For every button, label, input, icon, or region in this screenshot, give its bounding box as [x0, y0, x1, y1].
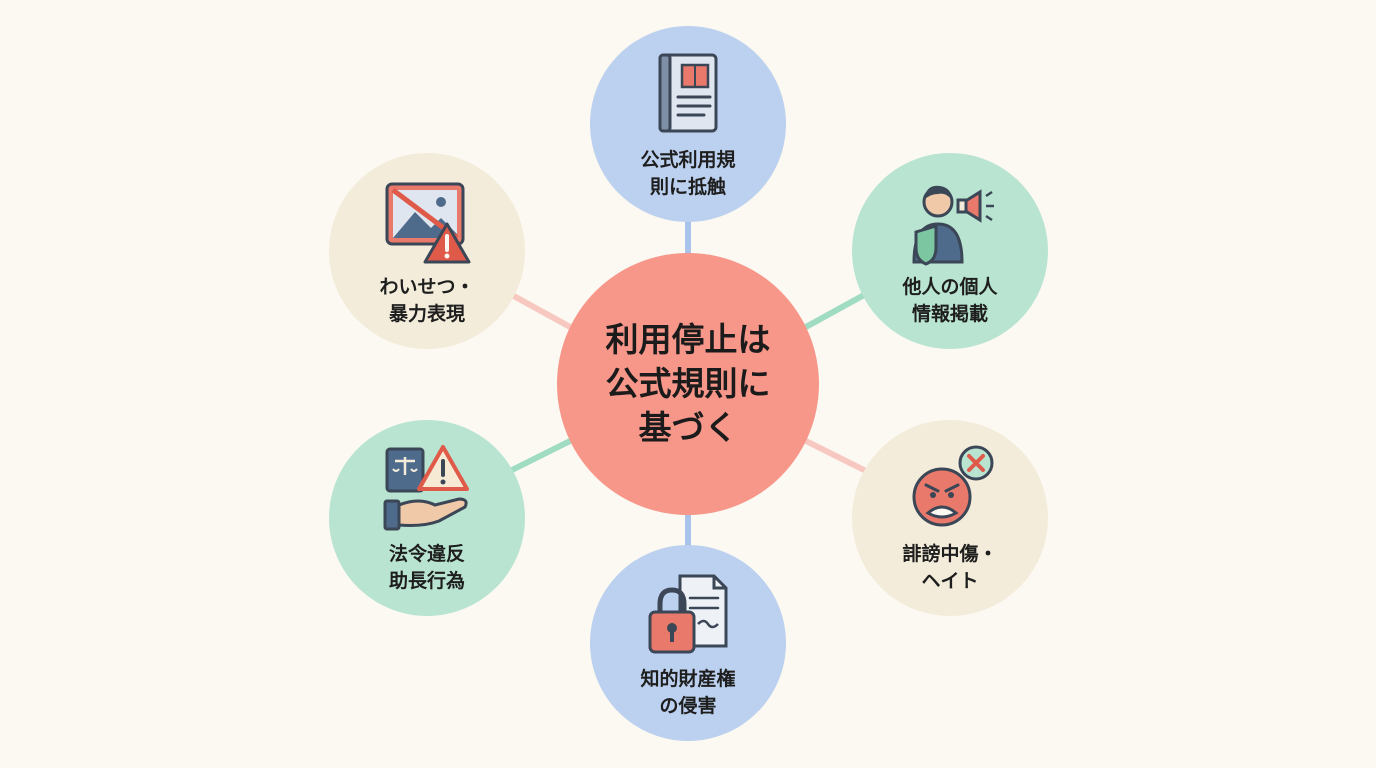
law-book-warning-hand-icon	[383, 445, 469, 531]
node-label: 公式利用規 則に抵触	[640, 149, 736, 198]
node-ip-infringement: 知的財産権 の侵害	[590, 545, 786, 741]
node-illegal-promotion: 法令違反 助長行為	[329, 420, 525, 616]
angry-face-x-icon	[912, 445, 994, 527]
node-label: 誹謗中傷・ ヘイト	[902, 543, 998, 592]
node-personal-info: 他人の個人 情報掲載	[852, 153, 1048, 349]
node-label: 他人の個人 情報掲載	[902, 276, 998, 325]
padlock-document-icon	[648, 574, 728, 654]
center-node: 利用停止は 公式規則に 基づく	[557, 253, 819, 515]
connector-bottom-right	[801, 437, 867, 473]
connector-bottom-left	[509, 437, 575, 473]
rulebook-icon	[658, 53, 718, 133]
node-terms-violation: 公式利用規 則に抵触	[590, 26, 786, 222]
connector-top-left	[509, 292, 575, 331]
node-label: 法令違反 助長行為	[388, 543, 465, 592]
node-label: わいせつ・ 暴力表現	[379, 276, 475, 325]
blocked-image-warning-icon	[385, 182, 471, 264]
connector-top-right	[801, 292, 867, 331]
center-label: 利用停止は 公式規則に 基づく	[605, 320, 771, 447]
node-label: 知的財産権 の侵害	[640, 668, 736, 717]
node-obscene-violent: わいせつ・ 暴力表現	[329, 153, 525, 349]
node-defamation-hate: 誹謗中傷・ ヘイト	[852, 420, 1048, 616]
person-megaphone-shield-icon	[912, 185, 994, 266]
